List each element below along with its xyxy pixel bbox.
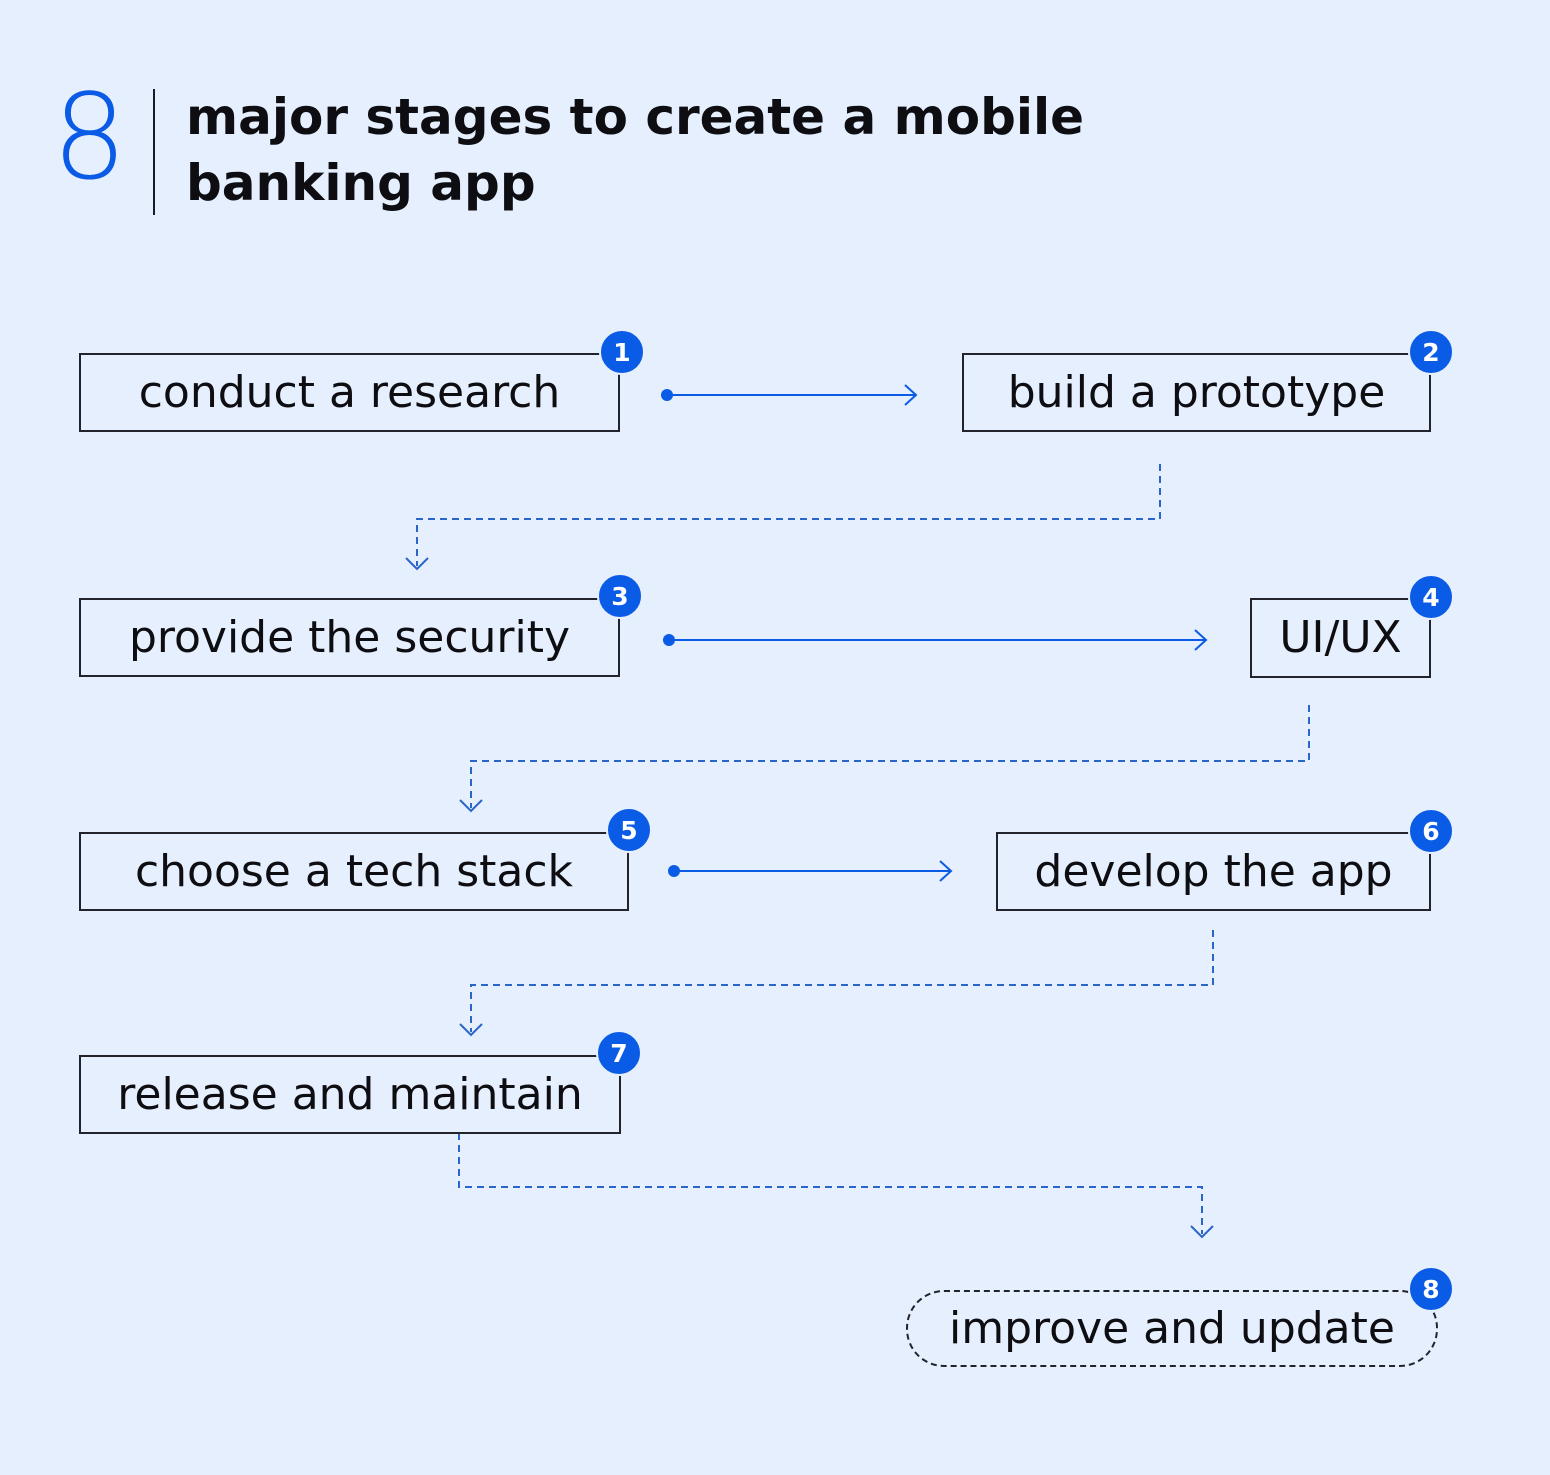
page-title: major stages to create a mobile banking … — [186, 88, 1085, 212]
arrow-3-to-4 — [669, 629, 1208, 651]
connector-4-to-5-head — [459, 799, 483, 813]
arrow-1-to-2 — [667, 384, 918, 406]
stage-badge-5: 5 — [606, 807, 652, 853]
stage-box-2: build a prototype — [962, 353, 1431, 432]
connector-6-to-7 — [470, 930, 1214, 1032]
title-divider — [153, 89, 155, 215]
stage-label-4: UI/UX — [1279, 612, 1402, 663]
stage-label-7: release and maintain — [117, 1068, 583, 1120]
stage-badge-7: 7 — [596, 1030, 642, 1076]
connector-2-to-3 — [416, 464, 1161, 566]
connector-6-to-7-head — [459, 1023, 483, 1037]
arrow-5-dot — [668, 865, 680, 877]
stage-label-5: choose a tech stack — [134, 845, 574, 897]
stage-label-1: conduct a research — [138, 366, 561, 418]
arrow-3-dot — [663, 634, 675, 646]
stage-box-5: choose a tech stack — [79, 832, 629, 911]
stage-badge-1: 1 — [599, 329, 645, 375]
stage-badge-3: 3 — [597, 573, 643, 619]
stage-box-7: release and maintain — [79, 1055, 621, 1134]
stage-label-3: provide the security — [128, 611, 571, 663]
stage-box-6: develop the app — [996, 832, 1431, 911]
stage-box-8: improve and update — [906, 1290, 1438, 1367]
connector-2-to-3-head — [405, 557, 429, 571]
connector-7-to-8 — [458, 1133, 1203, 1234]
stage-box-4: UI/UX — [1250, 598, 1431, 678]
connector-4-to-5 — [470, 705, 1310, 808]
stage-box-3: provide the security — [79, 598, 620, 677]
stage-label-8: improve and update — [949, 1302, 1395, 1354]
stage-label-2: build a prototype — [1007, 366, 1386, 418]
stage-badge-2: 2 — [1408, 329, 1454, 375]
stage-box-1: conduct a research — [79, 353, 620, 432]
stage-count: 8 — [52, 68, 128, 206]
stage-label-6: develop the app — [1034, 845, 1393, 897]
stage-badge-4: 4 — [1408, 574, 1454, 620]
stage-badge-6: 6 — [1408, 808, 1454, 854]
arrow-5-to-6 — [674, 860, 953, 882]
arrow-1-dot — [661, 389, 673, 401]
connector-7-to-8-head — [1190, 1225, 1214, 1239]
stage-badge-8: 8 — [1408, 1266, 1454, 1312]
